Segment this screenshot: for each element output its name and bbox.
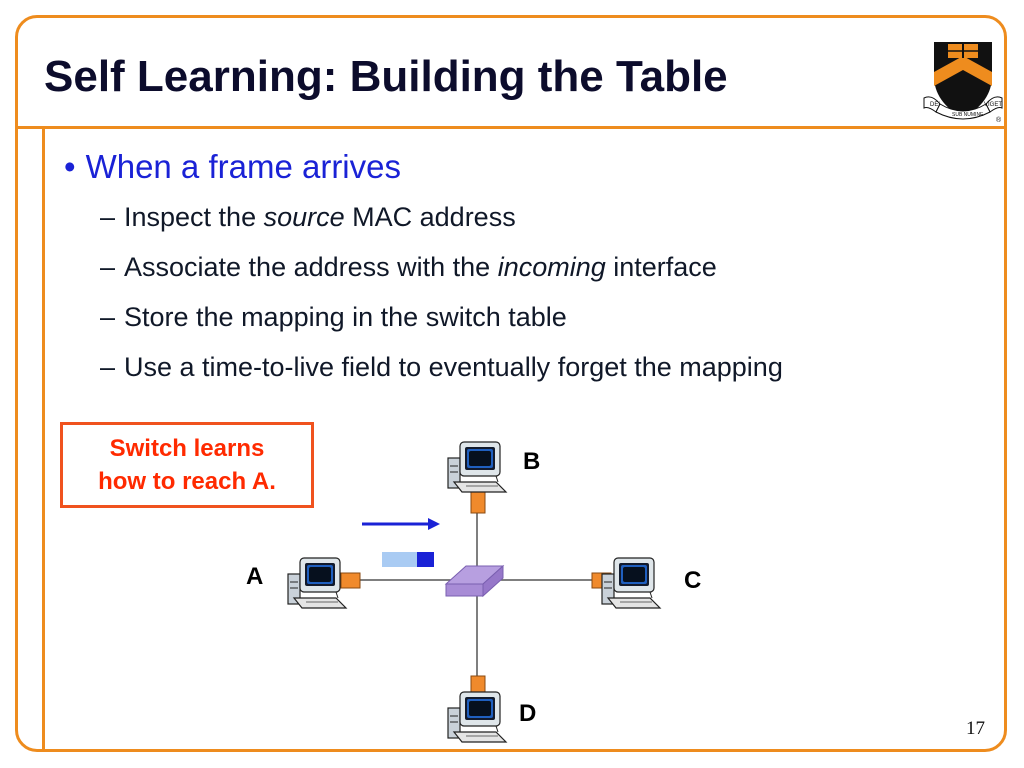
host-label-c: C xyxy=(684,567,701,594)
bullet-marker: • xyxy=(64,148,76,185)
host-c-computer-icon xyxy=(601,557,661,609)
logo-motto-left: DEI xyxy=(930,102,940,108)
logo-registered-mark: ® xyxy=(996,116,1002,124)
logo-motto-center: SUB NUMINE xyxy=(952,112,984,118)
sub-bullet-3: – Store the mapping in the switch table xyxy=(100,302,567,333)
title-divider xyxy=(15,126,1007,129)
sub-bullet-text: Inspect the source MAC address xyxy=(124,202,516,232)
frame-packet-body xyxy=(382,552,417,567)
sub-bullet-1: – Inspect the source MAC address xyxy=(100,202,516,233)
dash-marker: – xyxy=(100,202,116,232)
princeton-shield-logo: DEI SUB NUMINE VIGET ® xyxy=(923,42,1003,124)
sub-bullet-text: Associate the address with the incoming … xyxy=(124,252,717,282)
dash-marker: – xyxy=(100,302,116,332)
slide-border xyxy=(15,15,1007,752)
main-bullet-text: When a frame arrives xyxy=(85,148,401,185)
host-label-b: B xyxy=(523,448,540,475)
dash-marker: – xyxy=(100,252,116,282)
host-b-computer-icon xyxy=(447,441,507,493)
dash-marker: – xyxy=(100,352,116,382)
callout-line-1: Switch learns xyxy=(109,435,265,462)
host-d-computer-icon xyxy=(447,691,507,743)
sub-bullet-4: – Use a time-to-live field to eventually… xyxy=(100,352,783,383)
main-bullet: • When a frame arrives xyxy=(64,148,401,186)
port-a xyxy=(340,572,361,589)
callout-line-2: how to reach A. xyxy=(98,468,276,495)
host-a-computer-icon xyxy=(287,557,347,609)
port-b xyxy=(470,490,486,514)
sub-bullet-2: – Associate the address with the incomin… xyxy=(100,252,717,283)
frame-packet-header xyxy=(417,552,434,567)
host-label-d: D xyxy=(519,700,536,727)
left-rule xyxy=(42,126,45,752)
callout-box: Switch learns how to reach A. xyxy=(60,422,314,508)
sub-bullet-text: Store the mapping in the switch table xyxy=(124,302,567,332)
slide-title: Self Learning: Building the Table xyxy=(44,52,728,101)
logo-motto-right: VIGET xyxy=(984,102,1002,108)
sub-bullet-text: Use a time-to-live field to eventually f… xyxy=(124,352,783,382)
page-number: 17 xyxy=(966,718,985,739)
switch-icon xyxy=(444,564,505,598)
host-label-a: A xyxy=(246,563,263,590)
